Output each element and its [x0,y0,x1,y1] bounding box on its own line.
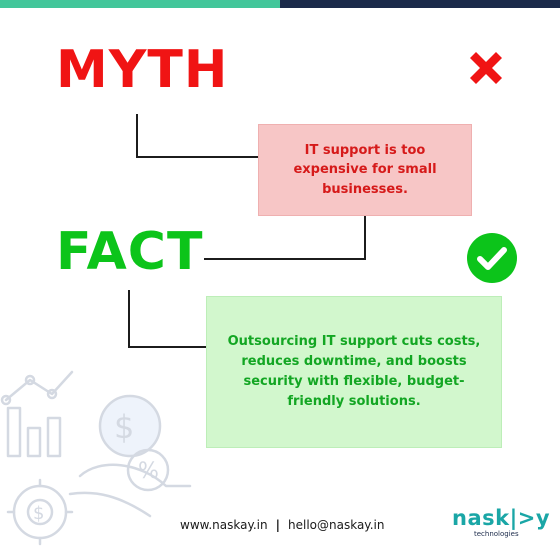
myth-heading: MYTH [56,40,229,100]
top-accent-bar-navy [280,0,560,8]
fact-connector-horizontal-top [204,258,366,260]
fact-heading: FACT [56,222,204,282]
check-icon [467,233,517,283]
myth-connector-horizontal [136,156,260,158]
logo-tagline: technologies [474,530,519,538]
svg-text:$: $ [33,503,44,524]
website-link[interactable]: www.naskay.in [180,518,268,532]
email-link[interactable]: hello@naskay.in [288,518,385,532]
fact-statement: Outsourcing IT support cuts costs, reduc… [227,333,481,410]
logo-wordmark: nask|>y [452,506,551,530]
myth-statement-box: IT support is too expensive for small bu… [258,124,472,216]
cross-icon [470,52,502,84]
fact-connector-vertical [128,290,130,348]
fact-statement-box: Outsourcing IT support cuts costs, reduc… [206,296,502,448]
finance-illustration-icon: $ % $ [0,370,192,546]
footer-separator: | [275,518,280,532]
company-logo: nask|>y technologies [452,506,551,548]
contact-footer: www.naskay.in | hello@naskay.in [180,518,384,532]
fact-connector-horizontal-bottom [128,346,208,348]
top-accent-bar-teal [0,0,280,8]
fact-connector-up [364,216,366,260]
svg-text:$: $ [114,408,134,446]
myth-connector-vertical [136,114,138,158]
myth-statement: IT support is too expensive for small bu… [293,142,437,197]
